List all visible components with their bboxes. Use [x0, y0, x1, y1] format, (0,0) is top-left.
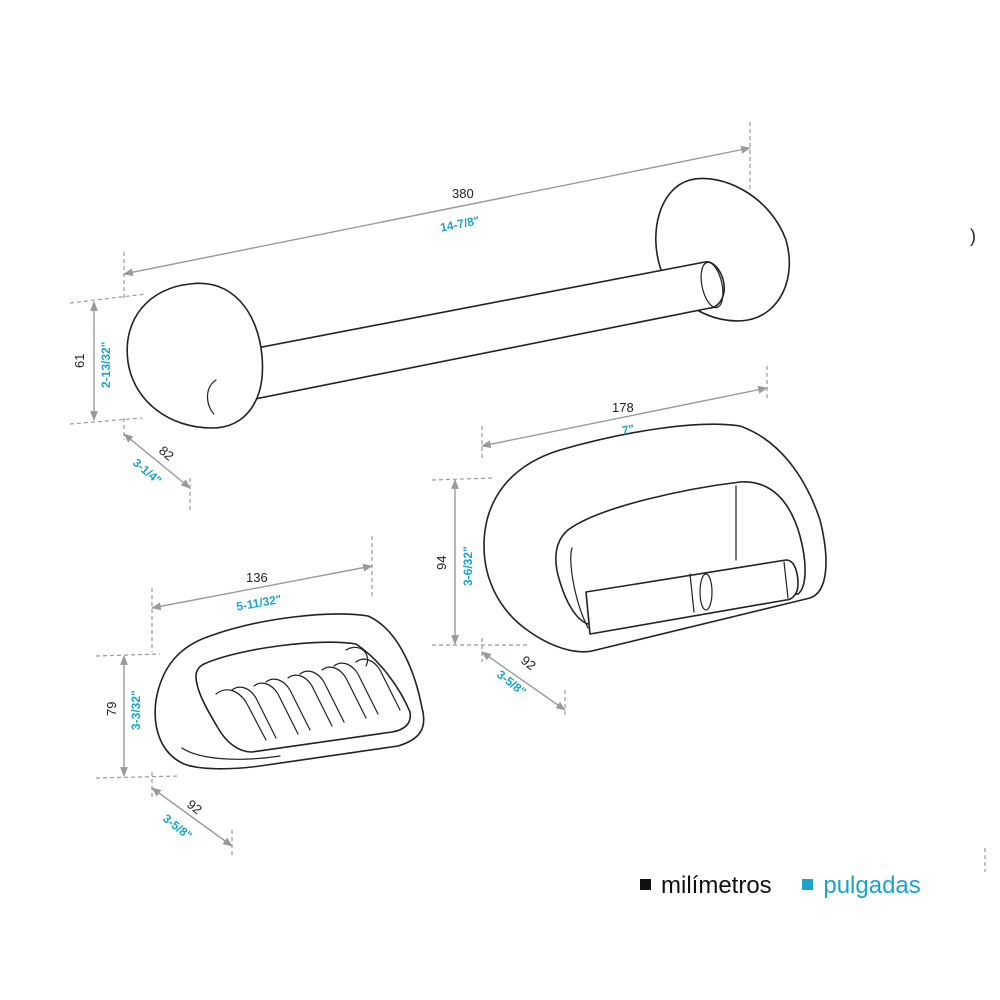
soap-dish-ribs — [215, 658, 401, 741]
towel-bar-rod — [235, 261, 726, 401]
towel-bar-height-mm: 61 — [72, 354, 87, 368]
towel-bar-length-in: 14-7/8" — [439, 213, 481, 234]
towel-bar-depth-mm: 82 — [156, 443, 177, 464]
soap-dish-height-in: 3-3/32" — [129, 690, 143, 730]
paper-holder-height-mm: 94 — [434, 556, 449, 570]
paper-holder-width-in: 7" — [621, 422, 636, 438]
edge-mark: ) — [970, 226, 976, 246]
towel-bar-left-cap — [126, 282, 264, 429]
soap-dish-basin — [195, 641, 412, 753]
paper-holder-width-mm: 178 — [612, 400, 634, 415]
imperial-square-icon — [802, 879, 814, 891]
legend-item-metric: milímetros — [640, 872, 772, 900]
legend: milímetros pulgadas — [640, 872, 945, 900]
legend-item-imperial: pulgadas — [802, 872, 921, 900]
soap-dish-width-in: 5-11/32" — [235, 592, 282, 614]
soap-dish-width-mm: 136 — [246, 570, 268, 585]
legend-metric-label: milímetros — [661, 872, 772, 899]
paper-holder: 178 7" 94 3-6/32" 92 3-5/8" — [431, 366, 827, 718]
metric-square-icon — [640, 879, 651, 891]
towel-bar-depth-in: 3-1/4" — [130, 456, 164, 488]
legend-imperial-label: pulgadas — [823, 872, 921, 899]
paper-holder-height-in: 3-6/32" — [461, 546, 475, 586]
towel-bar-length-mm: 380 — [452, 186, 474, 201]
soap-dish-height-mm: 79 — [104, 702, 119, 716]
soap-dish: 136 5-11/32" 79 3-3/32" 92 3-5/8" — [95, 536, 425, 856]
paper-holder-depth-mm: 92 — [518, 653, 539, 674]
towel-bar: 380 14-7/8" 61 2-13/32" 82 3-1/4" — [69, 122, 791, 510]
towel-bar-height-in: 2-13/32" — [99, 342, 113, 388]
